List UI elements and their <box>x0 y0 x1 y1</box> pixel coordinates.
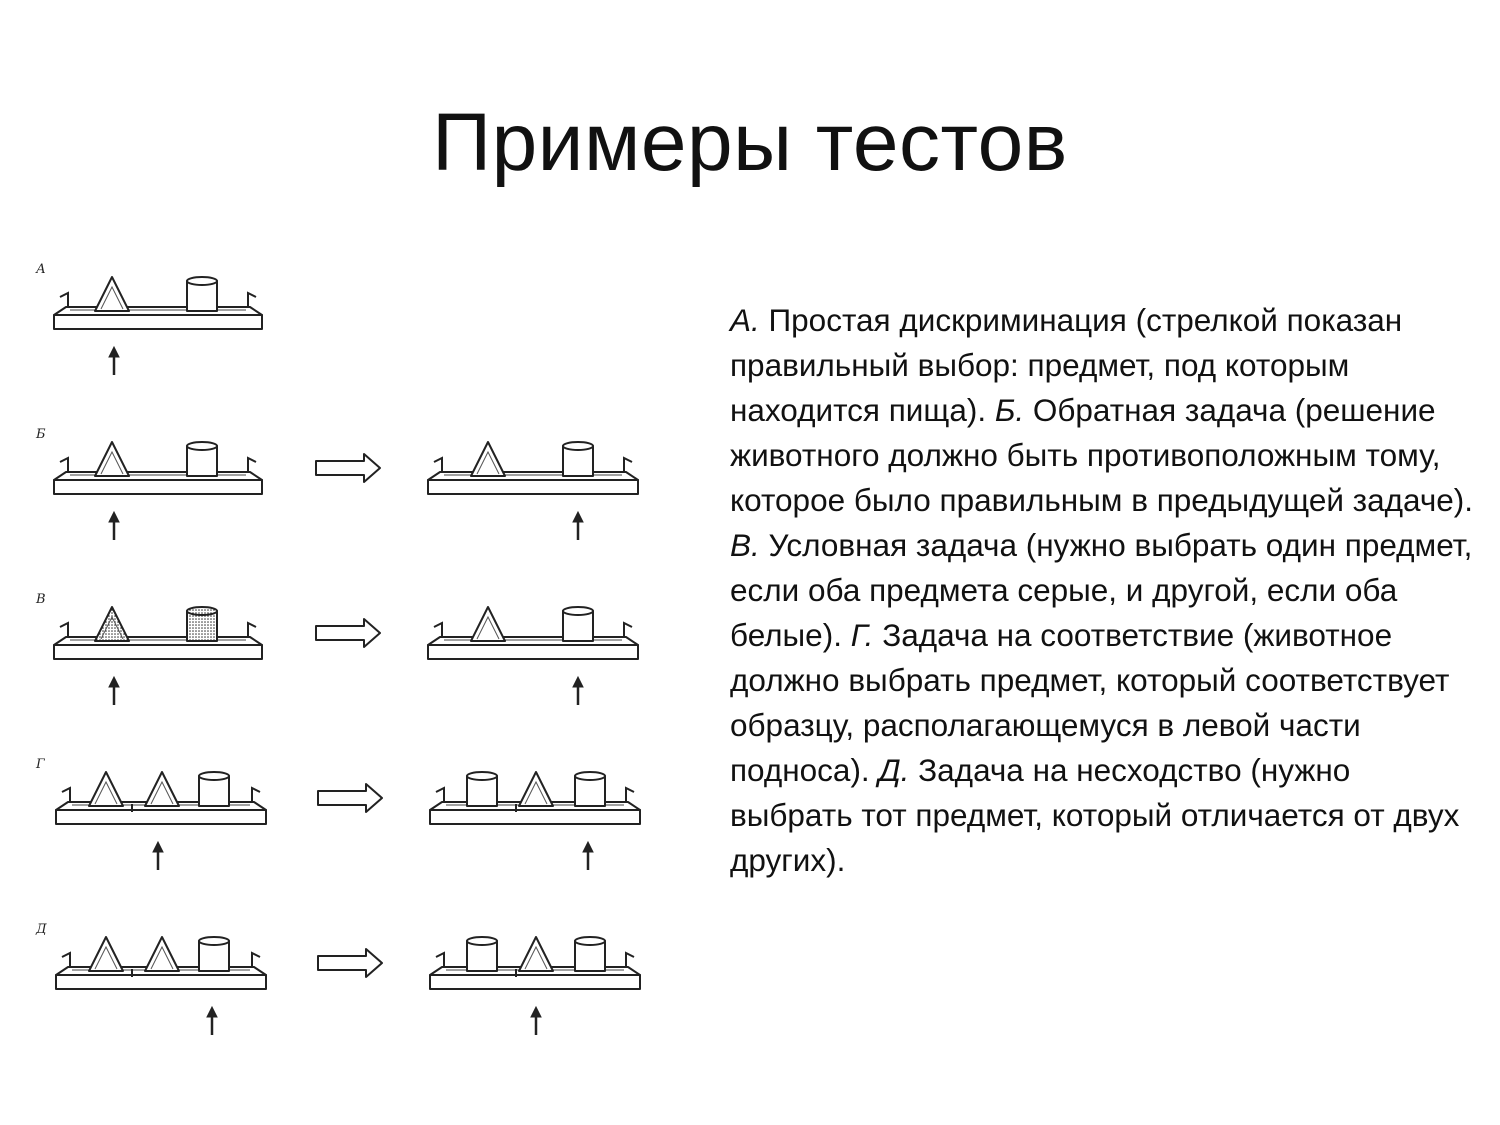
label-g: Г. <box>850 617 874 653</box>
triangle-object <box>470 441 506 477</box>
tray-rail <box>59 621 257 641</box>
tray-front <box>53 644 263 660</box>
triangle-object <box>470 606 506 642</box>
cylinder-top <box>574 771 606 781</box>
test-panel-1: А <box>35 262 263 375</box>
choice-arrowhead <box>582 840 594 853</box>
tray-front <box>55 809 267 825</box>
text-g: Задача на соответствие (животное должно … <box>730 617 1450 788</box>
transition-arrow <box>317 783 383 813</box>
cylinder-object <box>466 940 498 972</box>
panel-label: В <box>35 592 46 607</box>
description-paragraph: А. Простая дискриминация (стрелкой показ… <box>730 298 1475 883</box>
choice-arrowhead <box>152 840 164 853</box>
tray-rail <box>433 621 633 641</box>
cylinder-top <box>198 771 230 781</box>
test-illustration: А Б В Г Д <box>30 255 670 1035</box>
text-a: Простая дискриминация (стрелкой показан … <box>730 302 1403 428</box>
cylinder-top <box>562 441 594 451</box>
test-diagram-svg: А Б В Г Д <box>35 262 641 1035</box>
cylinder-top <box>186 441 218 451</box>
choice-arrowhead <box>530 1005 542 1018</box>
triangle-inner <box>150 780 174 805</box>
triangle-object <box>88 771 124 807</box>
tray-rail <box>61 786 261 806</box>
text-d: Задача на несходство (нужно выбрать тот … <box>730 752 1460 878</box>
tray-rail <box>59 456 257 476</box>
cylinder-top <box>466 771 498 781</box>
tray-front <box>429 809 641 825</box>
panel-label: А <box>35 262 46 277</box>
triangle-inner <box>476 450 500 475</box>
label-a: А. <box>730 302 760 338</box>
choice-arrowhead <box>108 675 120 688</box>
tray-front <box>429 974 641 990</box>
triangle-inner <box>94 945 118 970</box>
choice-arrowhead <box>572 675 584 688</box>
cylinder-top <box>198 936 230 946</box>
triangle-object <box>518 936 554 972</box>
transition-arrow <box>315 453 381 483</box>
panel-label: Д <box>35 922 47 937</box>
triangle-object <box>94 441 130 477</box>
cylinder-object <box>574 940 606 972</box>
tray-front <box>427 644 639 660</box>
triangle-inner <box>94 780 118 805</box>
tray-top <box>53 471 263 481</box>
tray-rail <box>435 786 635 806</box>
transition-arrow <box>315 618 381 648</box>
tray-rail <box>433 456 633 476</box>
triangle-object <box>94 606 130 642</box>
cylinder-top <box>562 606 594 616</box>
choice-arrowhead <box>108 345 120 358</box>
tray-rail <box>59 291 257 311</box>
text-v: Условная задача (нужно выбрать один пред… <box>730 527 1473 653</box>
tray-front <box>53 314 263 330</box>
triangle-object <box>518 771 554 807</box>
triangle-inner <box>100 615 124 640</box>
cylinder-top <box>186 276 218 286</box>
triangle-inner <box>100 450 124 475</box>
tray-front <box>55 974 267 990</box>
tray-rail <box>61 951 261 971</box>
test-panel-3: В <box>35 592 639 705</box>
panel-label: Б <box>35 427 46 442</box>
choice-arrowhead <box>206 1005 218 1018</box>
triangle-inner <box>476 615 500 640</box>
triangle-object <box>94 276 130 312</box>
test-panel-5: Д <box>35 922 641 1035</box>
triangle-object <box>144 936 180 972</box>
label-b: Б. <box>994 392 1025 428</box>
test-panel-2: Б <box>35 427 639 540</box>
description-text: А. Простая дискриминация (стрелкой показ… <box>730 298 1475 883</box>
label-v: В. <box>730 527 760 563</box>
tray-top <box>427 471 639 481</box>
triangle-inner <box>524 945 548 970</box>
slide-title: Примеры тестов <box>432 97 1068 188</box>
test-panel-4: Г <box>35 757 641 870</box>
tray-front <box>53 479 263 495</box>
triangle-inner <box>100 285 124 310</box>
tray-top <box>53 636 263 646</box>
tray-front <box>427 479 639 495</box>
choice-arrowhead <box>572 510 584 523</box>
triangle-object <box>144 771 180 807</box>
cylinder-top <box>574 936 606 946</box>
tray-top <box>53 306 263 316</box>
cylinder-top <box>186 606 218 616</box>
triangle-inner <box>150 945 174 970</box>
choice-arrowhead <box>108 510 120 523</box>
transition-arrow <box>317 948 383 978</box>
panel-label: Г <box>35 757 45 772</box>
label-d: Д. <box>878 752 910 788</box>
text-b: Обратная задача (решение животного должн… <box>730 392 1474 518</box>
cylinder-object <box>562 445 594 477</box>
cylinder-top <box>466 936 498 946</box>
tray-top <box>427 636 639 646</box>
tray-rail <box>435 951 635 971</box>
triangle-inner <box>524 780 548 805</box>
triangle-object <box>88 936 124 972</box>
